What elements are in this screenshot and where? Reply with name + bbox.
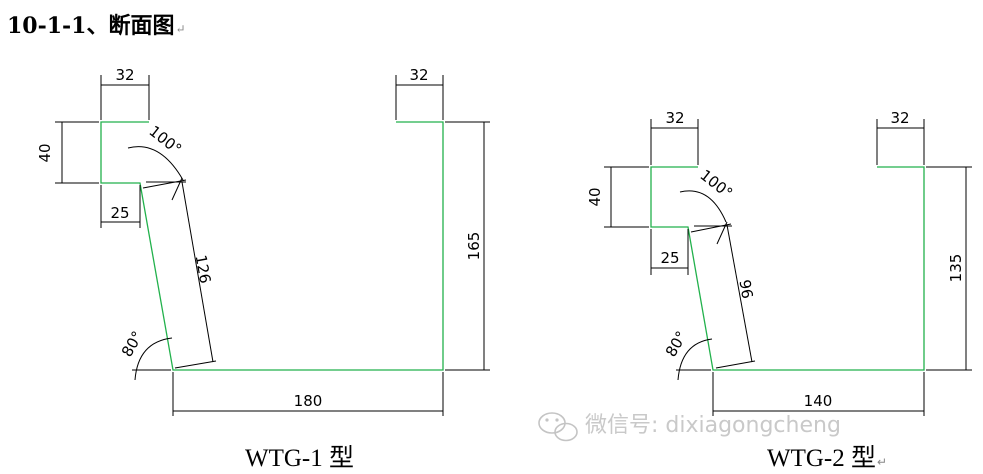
wtg2-dim-slant-label: 96 bbox=[735, 278, 756, 300]
wtg1-dim-bottom-label: 180 bbox=[294, 392, 323, 410]
wtg2-dim-height: 135 bbox=[926, 166, 972, 371]
wtg2-caption: WTG-2 型↵ bbox=[767, 438, 887, 474]
paragraph-mark: ↵ bbox=[877, 455, 888, 469]
wtg1-angle-top-label: 100° bbox=[146, 122, 186, 158]
paragraph-mark: ↵ bbox=[175, 22, 186, 36]
wtg1-dim-top-left: 32 bbox=[100, 66, 150, 120]
wtg2-dim-bottom: 140 bbox=[712, 372, 925, 416]
wtg1-dim-lip-bottom-label: 25 bbox=[110, 204, 129, 222]
wtg1-dim-slant-label: 126 bbox=[192, 253, 215, 284]
wtg2-dim-height-label: 135 bbox=[947, 254, 965, 283]
wtg2-dim-top-left-label: 32 bbox=[665, 109, 684, 127]
wtg2-angle-bottom-label: 80° bbox=[662, 328, 691, 360]
wtg1-profile bbox=[100, 121, 444, 371]
wtg1-angle-bottom: 80° bbox=[118, 328, 173, 381]
wtg1-dim-slant: 126 bbox=[142, 179, 217, 369]
wtg2-dim-top-right: 32 bbox=[876, 109, 925, 165]
watermark: 微信号: dixiagongcheng bbox=[538, 412, 841, 442]
wtg2-dim-lip-height-label: 40 bbox=[586, 187, 604, 206]
wtg1-dim-top-right-label: 32 bbox=[409, 66, 428, 84]
wtg1-dim-height-label: 165 bbox=[465, 232, 483, 261]
wtg1-dim-height: 165 bbox=[445, 121, 490, 371]
wechat-icon bbox=[538, 412, 578, 442]
wtg2-dim-lip-height: 40 bbox=[586, 166, 649, 228]
wtg1-caption-text: WTG-1 型 bbox=[245, 445, 354, 472]
wtg2-angle-bottom: 80° bbox=[662, 328, 713, 381]
wtg2-caption-text: WTG-2 型 bbox=[767, 445, 876, 472]
wtg2-dim-lip-bottom: 25 bbox=[650, 229, 689, 275]
wtg2-figure: 32 32 40 25 100° bbox=[586, 109, 972, 416]
wtg2-angle-top-label: 100° bbox=[697, 166, 737, 202]
title-text: 10-1-1、断面图 bbox=[7, 13, 175, 39]
wtg1-angle-top: 100° bbox=[127, 122, 186, 201]
wtg1-caption: WTG-1 型 bbox=[245, 438, 354, 474]
wtg1-dim-top-right: 32 bbox=[395, 66, 444, 120]
wtg2-dim-slant: 96 bbox=[690, 223, 756, 369]
wtg1-dim-lip-height: 40 bbox=[36, 121, 99, 184]
wtg1-dim-lip-bottom: 25 bbox=[100, 185, 141, 228]
wtg1-dim-bottom: 180 bbox=[172, 372, 444, 416]
wtg2-dim-top-right-label: 32 bbox=[890, 109, 909, 127]
wtg2-dim-lip-bottom-label: 25 bbox=[660, 249, 679, 267]
wtg2-profile bbox=[650, 166, 925, 371]
watermark-text: 微信号: dixiagongcheng bbox=[585, 413, 841, 438]
wtg1-dim-lip-height-label: 40 bbox=[36, 143, 54, 162]
wtg2-dim-top-left: 32 bbox=[650, 109, 699, 165]
wtg1-figure: 32 32 40 25 100° bbox=[36, 66, 490, 416]
page-title: 10-1-1、断面图↵ bbox=[7, 8, 186, 40]
wtg1-dim-top-left-label: 32 bbox=[115, 66, 134, 84]
wtg2-dim-bottom-label: 140 bbox=[804, 392, 833, 410]
